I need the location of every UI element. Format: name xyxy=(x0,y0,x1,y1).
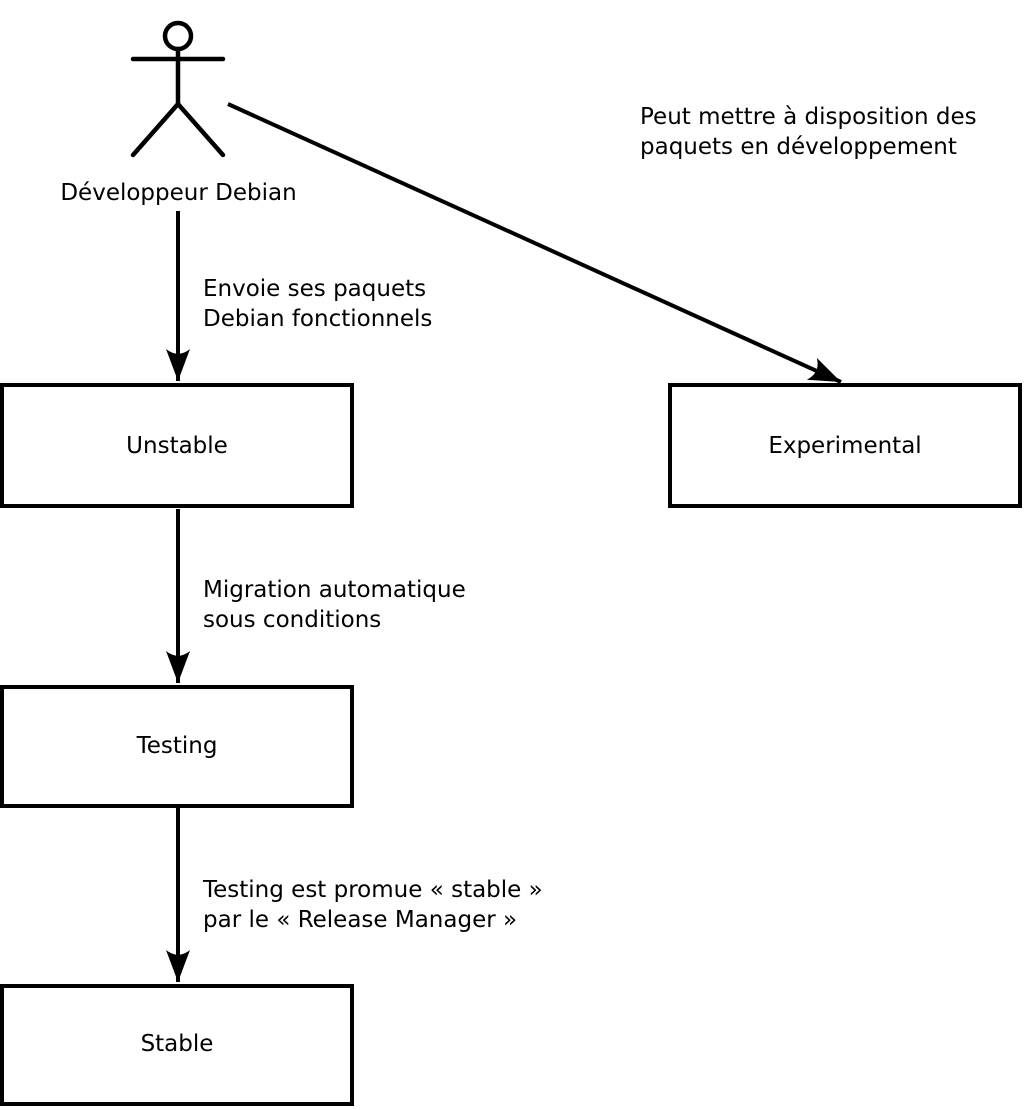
node-box-testing xyxy=(0,685,354,808)
actor-stick-figure-icon xyxy=(130,20,226,158)
arrow-developer-to-experimental xyxy=(227,102,842,384)
node-label-testing: Testing xyxy=(136,733,218,759)
actor-left-leg xyxy=(130,101,181,158)
actor-right-leg xyxy=(175,101,226,158)
node-box-stable xyxy=(0,984,354,1106)
node-box-experimental xyxy=(668,383,1022,508)
node-label-stable: Stable xyxy=(140,1031,214,1057)
edge-label-testing-to-stable: Testing est promue « stable » par le « R… xyxy=(203,877,543,933)
actor-label: Développeur Debian xyxy=(60,180,297,206)
node-label-experimental: Experimental xyxy=(768,433,922,459)
edge-label-unstable-to-testing: Migration automatique sous conditions xyxy=(203,577,466,633)
edge-label-developer-to-unstable: Envoie ses paquets Debian fonctionnels xyxy=(203,276,433,332)
node-label-unstable: Unstable xyxy=(126,433,228,459)
node-box-unstable xyxy=(0,383,354,508)
edge-label-developer-to-experimental: Peut mettre à disposition des paquets en… xyxy=(640,104,977,160)
actor-head xyxy=(162,20,194,52)
